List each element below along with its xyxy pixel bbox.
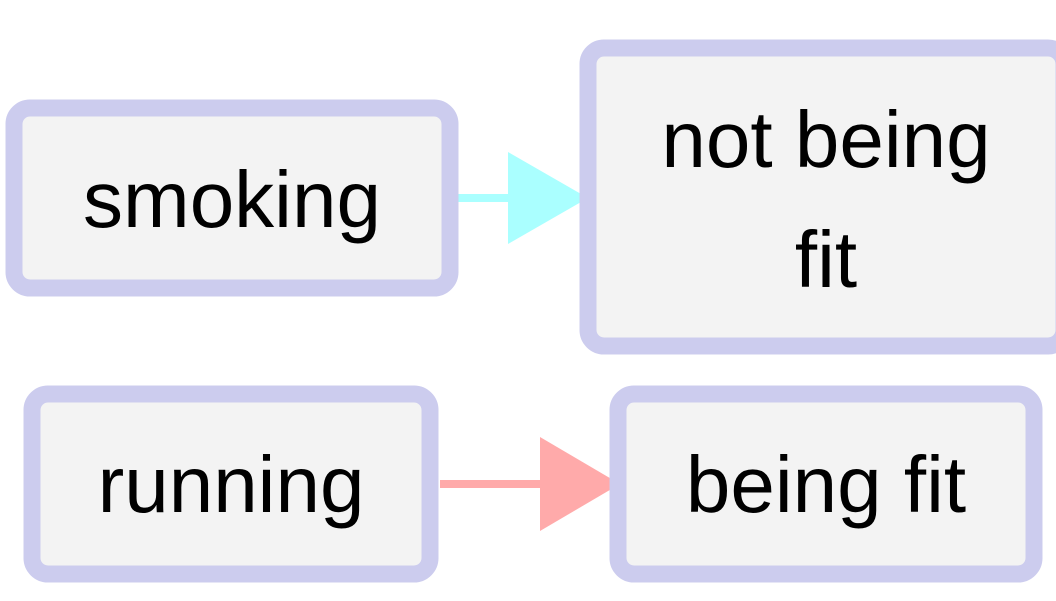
node-running[interactable]: running xyxy=(23,385,439,583)
node-being-fit[interactable]: being fit xyxy=(609,385,1043,583)
node-smoking[interactable]: smoking xyxy=(5,99,459,297)
arrowhead xyxy=(540,437,620,531)
node-label-line-2: fit xyxy=(795,215,857,304)
edge-running-to-being-fit xyxy=(440,437,620,531)
node-label: running xyxy=(98,440,365,529)
node-label: being fit xyxy=(686,440,966,529)
arrowhead xyxy=(508,152,588,244)
node-not-being-fit[interactable]: not being fit xyxy=(579,39,1056,355)
node-box xyxy=(23,385,439,583)
node-label: smoking xyxy=(83,155,381,244)
node-box xyxy=(5,99,459,297)
node-box xyxy=(609,385,1043,583)
node-label-line-1: not being xyxy=(661,95,990,184)
edge-smoking-to-not-being-fit xyxy=(458,152,588,244)
node-box xyxy=(579,39,1056,355)
